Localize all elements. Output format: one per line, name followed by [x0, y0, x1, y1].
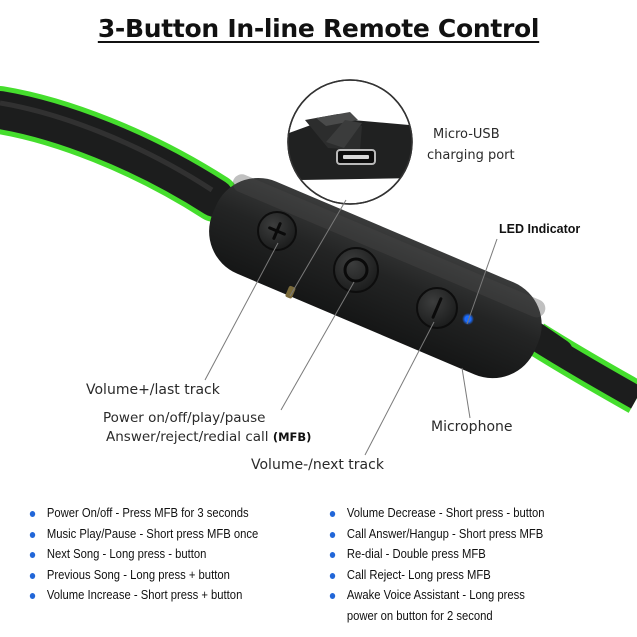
- list-item-text: Volume Increase - Short press + button: [46, 588, 243, 602]
- page-title: 3-Button In-line Remote Control: [97, 14, 540, 43]
- mfb-button: [333, 247, 379, 293]
- list-item: Music Play/Pause - Short press MFB once: [28, 524, 258, 545]
- list-item-text: Volume Decrease - Short press - button: [346, 506, 545, 520]
- instructions-left-list: Power On/off - Press MFB for 3 seconds M…: [28, 503, 284, 606]
- bullet-icon: [29, 593, 36, 599]
- bullet-icon: [29, 572, 36, 579]
- power-label-line1: Power on/off/play/pause: [103, 410, 266, 426]
- list-item-text: Power On/off - Press MFB for 3 seconds: [46, 506, 249, 520]
- list-item: Awake Voice Assistant - Long press power …: [328, 585, 545, 626]
- usb-zoom-inset: [287, 79, 413, 205]
- bullet-icon: [329, 511, 336, 517]
- list-item: Volume Increase - Short press + button: [28, 585, 258, 606]
- bullet-icon: [329, 593, 336, 599]
- list-item-text: Call Reject- Long press MFB: [346, 567, 491, 582]
- volume-plus-label: Volume+/last track: [86, 382, 220, 398]
- bullet-icon: [329, 531, 336, 538]
- list-item: Volume Decrease - Short press - button: [328, 503, 545, 524]
- led-label: LED Indicator: [499, 222, 581, 236]
- remote-illustration: [0, 79, 637, 456]
- list-item-continuation: power on button for 2 second: [346, 608, 493, 623]
- bullet-icon: [329, 552, 336, 558]
- list-item: Previous Song - Long press + button: [28, 565, 258, 586]
- left-cable: [0, 86, 239, 222]
- side-slot: [285, 285, 296, 299]
- power-label-line2: Answer/reject/redial call (MFB): [106, 429, 311, 445]
- power-label-line2-text: Answer/reject/redial call: [106, 429, 269, 445]
- microphone-label: Microphone: [431, 419, 513, 435]
- usb-label-line1: Micro-USB: [433, 127, 500, 142]
- list-item-text: Awake Voice Assistant - Long press: [346, 588, 525, 602]
- volume-minus-button: [416, 287, 458, 329]
- list-item: Call Reject- Long press MFB: [328, 565, 545, 586]
- list-item-text: Next Song - Long press - button: [46, 547, 207, 561]
- bullet-icon: [29, 531, 36, 538]
- bullet-icon: [29, 511, 36, 517]
- volume-minus-label: Volume-/next track: [251, 457, 384, 473]
- list-item-text: Music Play/Pause - Short press MFB once: [46, 526, 259, 541]
- list-item-text: Call Answer/Hangup - Short press MFB: [346, 526, 544, 541]
- bullet-icon: [329, 572, 336, 579]
- usb-label-line2: charging port: [427, 148, 515, 163]
- right-cable: [515, 317, 637, 413]
- list-item: Next Song - Long press - button: [28, 544, 258, 565]
- list-item: Call Answer/Hangup - Short press MFB: [328, 524, 545, 545]
- bullet-icon: [29, 552, 36, 558]
- list-item: Re-dial - Double press MFB: [328, 544, 545, 565]
- leader-lines: [204, 199, 498, 456]
- list-item-text: Re-dial - Double press MFB: [346, 547, 486, 561]
- mfb-label: (MFB): [272, 430, 312, 444]
- instructions-right-list: Volume Decrease - Short press - button C…: [328, 503, 569, 626]
- list-item-text: Previous Song - Long press + button: [46, 567, 230, 582]
- volume-plus-button: [257, 211, 297, 251]
- list-item: Power On/off - Press MFB for 3 seconds: [28, 503, 258, 524]
